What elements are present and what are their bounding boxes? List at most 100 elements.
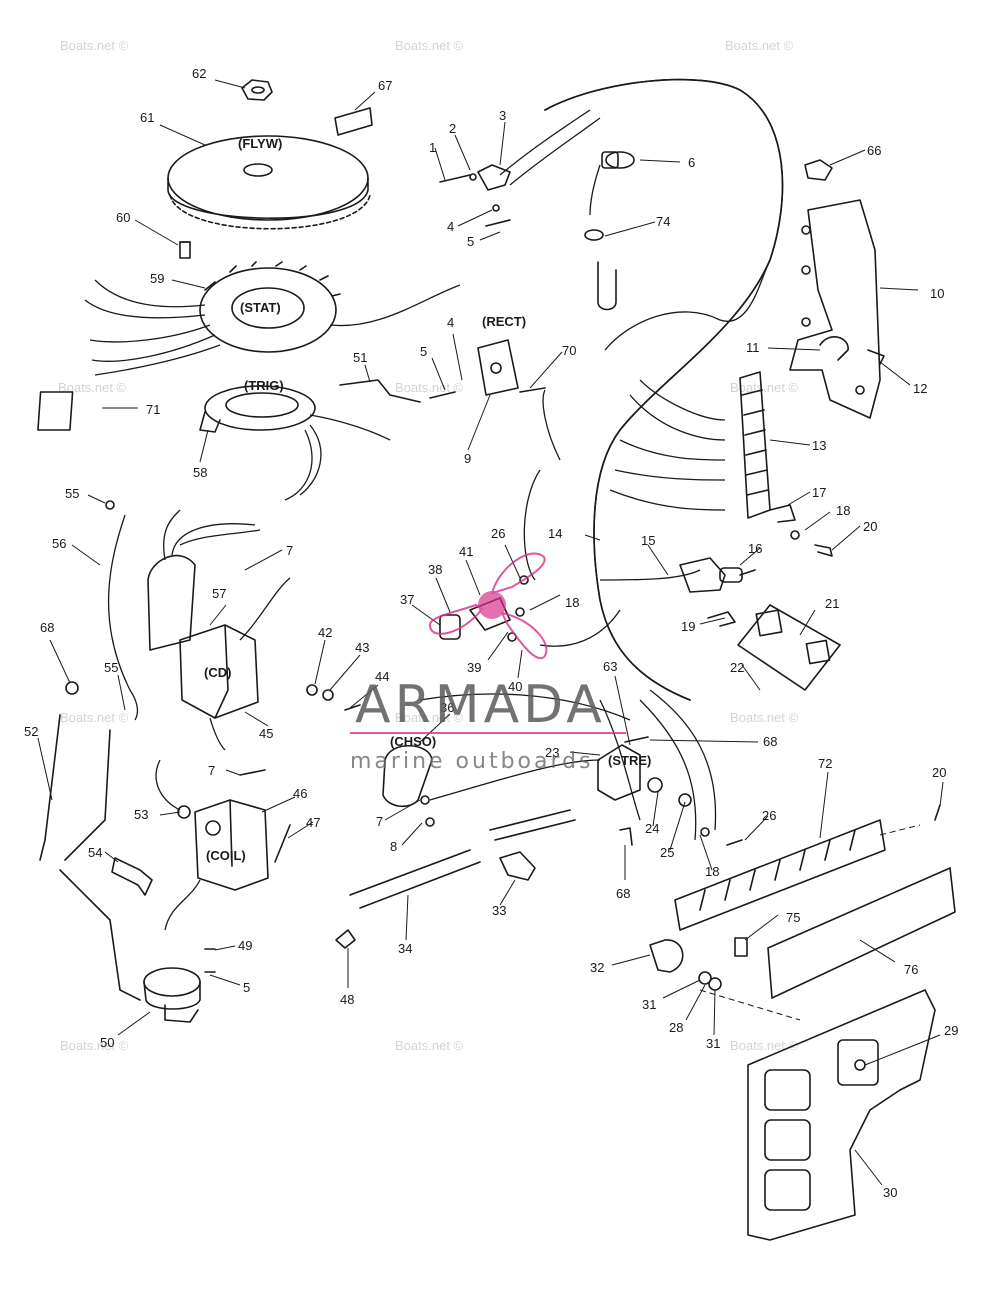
clip bbox=[804, 159, 833, 181]
ignition-coil: (COIL) bbox=[155, 759, 269, 931]
callout-number: 4 bbox=[447, 315, 454, 330]
watermark-site-text: Boats.net © bbox=[60, 710, 129, 725]
leader-lines bbox=[37, 79, 944, 1186]
callout-number: 36 bbox=[440, 700, 454, 715]
callout-number: 44 bbox=[375, 669, 389, 684]
callout-number: 58 bbox=[193, 465, 207, 480]
callout-number: 3 bbox=[499, 108, 506, 123]
brand-logo-icon bbox=[428, 552, 548, 660]
watermark-site-text: Boats.net © bbox=[60, 1038, 129, 1053]
warning-horn bbox=[143, 967, 201, 1023]
callout-number: 62 bbox=[192, 66, 206, 81]
callout-number: 26 bbox=[762, 808, 776, 823]
screw bbox=[726, 839, 743, 846]
flywheel-nut bbox=[241, 79, 273, 101]
rectifier: (RECT) bbox=[429, 314, 546, 399]
callout-number: 7 bbox=[208, 763, 215, 778]
watermark-site-text: Boats.net © bbox=[395, 380, 464, 395]
stator-label: (STAT) bbox=[240, 300, 281, 315]
electrical-plate bbox=[747, 989, 936, 1241]
callout-number: 55 bbox=[104, 660, 118, 675]
watermark-site-text: Boats.net © bbox=[395, 1038, 464, 1053]
boot bbox=[111, 857, 153, 896]
cable-strap bbox=[499, 851, 536, 881]
callout-number: 11 bbox=[746, 340, 760, 355]
callout-number: 41 bbox=[459, 544, 473, 559]
key-switch-connector bbox=[589, 151, 635, 216]
callout-number: 76 bbox=[904, 962, 918, 977]
callout-number: 68 bbox=[40, 620, 54, 635]
callout-number: 5 bbox=[467, 234, 474, 249]
washer bbox=[708, 977, 722, 991]
switch-bezel bbox=[755, 609, 783, 637]
choke-solenoid-label: (CHSO) bbox=[390, 734, 436, 749]
watermark-site-text: Boats.net © bbox=[730, 380, 799, 395]
callout-number: 75 bbox=[786, 910, 800, 925]
decal bbox=[37, 391, 74, 431]
callout-number: 22 bbox=[730, 660, 744, 675]
flywheel: (FLYW) bbox=[167, 135, 371, 230]
brand-watermark: ARMADA marine outboards bbox=[350, 552, 626, 774]
assembly-line bbox=[699, 989, 801, 1021]
callout-number: 40 bbox=[508, 679, 522, 694]
callout-number: 61 bbox=[140, 110, 154, 125]
switch-bezel bbox=[805, 639, 831, 665]
callout-number: 51 bbox=[353, 350, 367, 365]
screw bbox=[344, 704, 361, 711]
cable-clamp bbox=[819, 336, 849, 361]
switch-plate bbox=[737, 604, 841, 691]
starter-relay-label: (STRE) bbox=[608, 753, 651, 768]
callout-number: 25 bbox=[660, 845, 674, 860]
relay-screw bbox=[619, 827, 633, 846]
cd-module-label: (CD) bbox=[204, 665, 231, 680]
callout-number: 49 bbox=[238, 938, 252, 953]
washer bbox=[420, 795, 430, 805]
nut bbox=[105, 500, 115, 510]
callout-number: 42 bbox=[318, 625, 332, 640]
callout-number: 71 bbox=[146, 402, 160, 417]
callout-number: 31 bbox=[706, 1036, 720, 1051]
mounting-strip bbox=[767, 867, 956, 999]
main-harness bbox=[419, 78, 784, 841]
callout-number: 59 bbox=[150, 271, 164, 286]
callout-number: 1 bbox=[429, 140, 436, 155]
assembly-line bbox=[879, 824, 921, 836]
callout-number: 56 bbox=[52, 536, 66, 551]
callout-number: 17 bbox=[812, 485, 826, 500]
callout-number: 18 bbox=[565, 595, 579, 610]
callout-number: 29 bbox=[944, 1023, 958, 1038]
brand-underline bbox=[350, 732, 626, 734]
callout-number: 33 bbox=[492, 903, 506, 918]
callout-number: 2 bbox=[449, 121, 456, 136]
callout-number: 28 bbox=[669, 1020, 683, 1035]
callout-number: 31 bbox=[642, 997, 656, 1012]
callout-number: 74 bbox=[656, 214, 670, 229]
washer bbox=[322, 689, 334, 701]
callout-number: 24 bbox=[645, 821, 659, 836]
callout-number: 30 bbox=[883, 1185, 897, 1200]
callout-number: 45 bbox=[259, 726, 273, 741]
starter-relay: (STRE) bbox=[597, 744, 692, 807]
callout-number: 10 bbox=[930, 286, 944, 301]
callout-number: 46 bbox=[293, 786, 307, 801]
callout-number: 50 bbox=[100, 1035, 114, 1050]
nut bbox=[306, 684, 318, 696]
callout-number: 60 bbox=[116, 210, 130, 225]
callout-number: 15 bbox=[641, 533, 655, 548]
callout-number: 18 bbox=[705, 864, 719, 879]
mounting-bracket bbox=[789, 199, 881, 419]
callout-number: 8 bbox=[390, 839, 397, 854]
callout-number: 16 bbox=[748, 541, 762, 556]
fuse-block bbox=[674, 819, 886, 931]
cd-module: (CD) bbox=[147, 509, 291, 751]
key bbox=[707, 611, 736, 627]
trigger-label: (TRIG) bbox=[244, 378, 284, 393]
ignition-switch bbox=[679, 557, 756, 593]
screw bbox=[814, 544, 833, 557]
callout-number: 18 bbox=[836, 503, 850, 518]
ground-lead bbox=[339, 379, 421, 403]
callout-number: 7 bbox=[286, 543, 293, 558]
jumper bbox=[769, 504, 796, 523]
callout-number: 34 bbox=[398, 941, 412, 956]
